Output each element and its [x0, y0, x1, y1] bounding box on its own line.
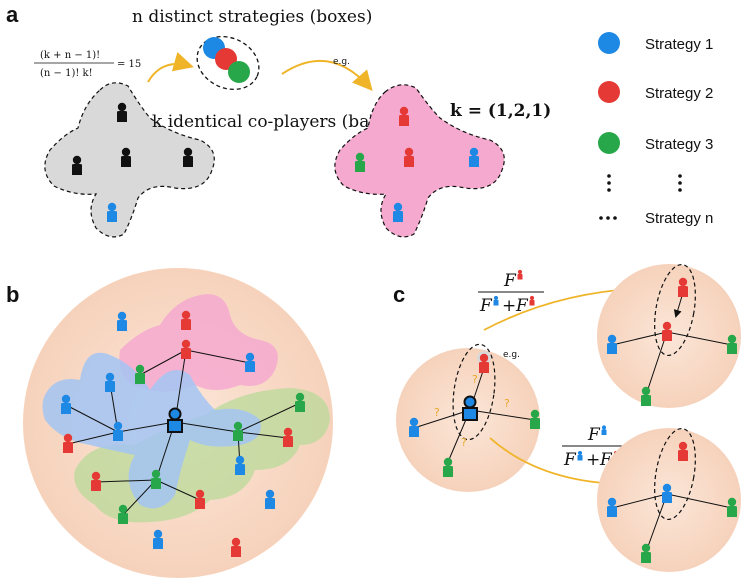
person-blue	[607, 334, 617, 354]
person-blue-mini	[577, 450, 583, 461]
legend-label-3: Strategy 3	[645, 136, 713, 153]
top-frac-den-a: F	[479, 296, 493, 316]
person-red	[181, 310, 191, 330]
eg-label-c: e.g.	[503, 350, 520, 360]
pink-blob	[334, 84, 505, 238]
selection-ellipse-bottom	[654, 427, 696, 521]
person-red-mini	[529, 295, 535, 306]
person-green	[135, 364, 145, 384]
top-frac-den-b: F	[515, 296, 529, 316]
legend-hdots	[599, 216, 617, 220]
legend-label-1: Strategy 1	[645, 36, 713, 53]
person-green	[355, 152, 365, 172]
person-red	[404, 147, 414, 167]
legend-vdots-right	[678, 174, 682, 192]
person-red	[283, 427, 293, 447]
person-green	[641, 543, 651, 563]
person-blue	[117, 311, 127, 331]
person-blue	[265, 489, 275, 509]
selection-ellipse-left	[452, 343, 496, 441]
person-green	[151, 469, 161, 489]
network-b-nodes	[61, 310, 305, 557]
person-blue-mini	[601, 425, 607, 435]
focal-player-c	[462, 395, 478, 421]
bottom-frac-num: F	[587, 425, 601, 445]
formula-denominator: (n − 1)! k!	[40, 68, 93, 79]
person-blue	[393, 202, 403, 222]
person-red	[181, 339, 191, 359]
legend-label-n: Strategy n	[645, 210, 713, 227]
person-black	[72, 155, 82, 175]
question-mark: ?	[504, 397, 510, 410]
legend-dot-2	[598, 81, 620, 103]
person-green	[727, 334, 737, 354]
person-red	[399, 106, 409, 126]
focal-player-b	[167, 407, 183, 433]
person-blue	[469, 147, 479, 167]
person-blue	[61, 394, 71, 414]
legend-vdots-left	[607, 174, 611, 192]
legend-label-2: Strategy 2	[645, 85, 713, 102]
person-blue	[235, 455, 245, 475]
pink-region	[119, 294, 278, 392]
person-blue	[245, 352, 255, 372]
person-blue	[607, 497, 617, 517]
adopt-arrow-top	[673, 295, 683, 318]
person-blue	[153, 529, 163, 549]
person-red	[91, 471, 101, 491]
person-red	[231, 537, 241, 557]
person-green	[641, 386, 651, 406]
balls-label: k identical co-players (balls)	[152, 112, 396, 132]
selection-ellipse-top	[654, 263, 696, 357]
bottom-frac-den-a: F	[563, 450, 577, 470]
person-green	[118, 504, 128, 524]
top-frac-num: F	[503, 271, 517, 291]
person-red	[63, 433, 73, 453]
person-red	[479, 353, 489, 373]
person-blue-mini	[493, 295, 499, 306]
person-blue	[107, 202, 117, 222]
network-c-bottom-edges	[611, 493, 733, 553]
formula-equals: = 15	[117, 59, 141, 70]
person-green	[443, 457, 453, 477]
person-green	[233, 421, 243, 441]
panel-a-label: a	[6, 2, 19, 27]
person-green	[295, 392, 305, 412]
legend-dot-1	[598, 32, 620, 54]
arrow-to-example	[281, 60, 373, 92]
person-red	[662, 321, 672, 341]
person-red-mini	[517, 269, 523, 280]
person-blue	[113, 421, 123, 441]
person-red	[678, 441, 688, 461]
person-red	[195, 489, 205, 509]
panel-b-label: b	[6, 282, 19, 307]
person-blue	[409, 417, 419, 437]
arrow-to-strategies	[147, 51, 194, 83]
person-blue	[662, 483, 672, 503]
panel-c-label: c	[393, 282, 405, 307]
question-mark: ?	[434, 406, 440, 419]
strategy-ball-green	[228, 61, 250, 83]
question-mark: ?	[472, 373, 478, 386]
person-black	[183, 147, 193, 167]
person-black	[121, 147, 131, 167]
person-black	[117, 102, 127, 122]
person-green	[530, 409, 540, 429]
k-vector: k = (1,2,1)	[450, 101, 551, 121]
network-c-top-edges	[611, 331, 733, 396]
blue-region	[42, 352, 261, 509]
boxes-label: n distinct strategies (boxes)	[132, 7, 372, 27]
legend: Strategy 1 Strategy 2 Strategy 3 Strateg…	[598, 32, 713, 227]
person-blue	[105, 372, 115, 392]
legend-dot-3	[598, 132, 620, 154]
bottom-frac-plus: +	[586, 450, 600, 470]
top-frac-plus: +	[502, 296, 516, 316]
person-red	[678, 277, 688, 297]
top-transition-fraction: F F + F	[478, 269, 544, 316]
formula-numerator: (k + n − 1)!	[40, 50, 100, 61]
person-green	[727, 497, 737, 517]
eg-label-a: e.g.	[333, 57, 350, 67]
question-mark: ?	[461, 436, 467, 449]
